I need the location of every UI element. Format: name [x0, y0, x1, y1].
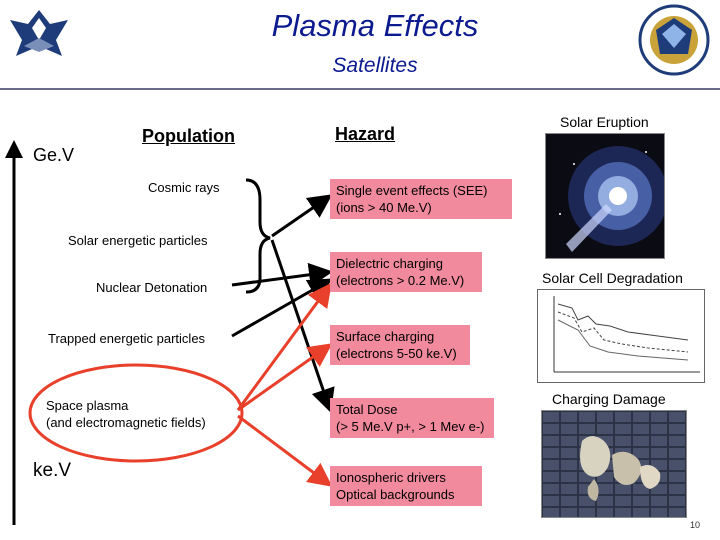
hazard-surface-charging: Surface charging (electrons 5-50 ke.V): [330, 325, 470, 365]
page-number: 10: [690, 520, 701, 530]
axis-bottom-label: ke.V: [33, 460, 72, 481]
solar-eruption-image: [545, 133, 665, 259]
arrow-to-see: [271, 194, 333, 238]
charging-damage-image: [541, 410, 687, 518]
hazard-ionospheric: Ionospheric drivers Optical backgrounds: [330, 466, 482, 506]
population-solar-energetic: Solar energetic particles: [68, 233, 208, 248]
air-force-logo: [4, 6, 74, 62]
hazard-total-dose: Total Dose (> 5 Me.V p+, > 1 Mev e-): [330, 398, 494, 438]
solar-cell-graph-image: [537, 289, 705, 383]
title-divider: [0, 88, 720, 90]
hazard-dielectric-charging: Dielectric charging (electrons > 0.2 Me.…: [330, 252, 482, 292]
arrow-to-dielectric: [231, 262, 333, 287]
arrow-trapped-to-dielectric: [231, 278, 333, 338]
photo-label-solar-cell: Solar Cell Degradation: [542, 270, 683, 286]
photo-label-solar-eruption: Solar Eruption: [560, 114, 649, 130]
slide-subtitle: Satellites: [332, 54, 418, 77]
hazard-see: Single event effects (SEE) (ions > 40 Me…: [330, 179, 512, 219]
space-plasma-highlight: [28, 363, 244, 463]
hazard-header: Hazard: [335, 124, 396, 144]
population-trapped-particles: Trapped energetic particles: [48, 331, 206, 346]
population-space-plasma: Space plasma (and electromagnetic fields…: [46, 398, 206, 430]
population-cosmic-rays: Cosmic rays: [148, 180, 220, 195]
arrow-red-to-dielectric: [236, 282, 332, 411]
command-seal-logo: [638, 4, 710, 76]
population-header: Population: [142, 126, 235, 146]
arrow-red-to-surface: [237, 343, 333, 412]
population-nuclear-detonation: Nuclear Detonation: [96, 280, 208, 295]
slide-title: Plasma Effects: [271, 8, 479, 43]
energy-axis-arrowhead: [5, 140, 23, 158]
photo-label-charging-damage: Charging Damage: [552, 391, 666, 407]
arrow-red-to-ionospheric: [237, 414, 333, 487]
axis-top-label: Ge.V: [33, 145, 75, 165]
population-bracket: [245, 178, 271, 294]
